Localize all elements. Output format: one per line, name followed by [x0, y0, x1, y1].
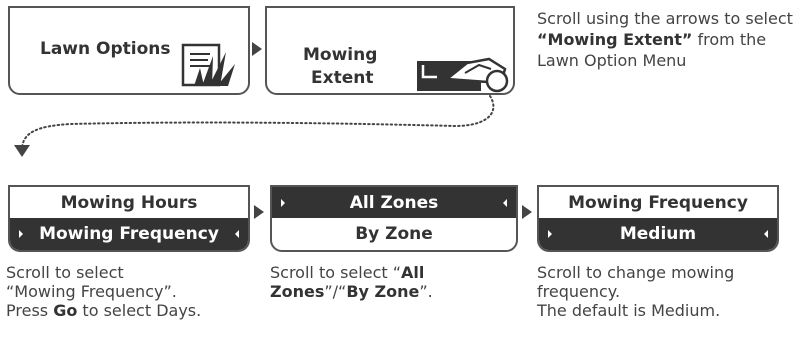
- step4-caption: Scroll to change mowing frequency. The d…: [537, 263, 735, 320]
- lawn-options-screen: Lawn Options: [8, 6, 250, 95]
- scroll-left-triangle-icon: [19, 230, 23, 238]
- scroll-right-triangle-icon: [503, 198, 507, 207]
- flow-arrow-3: [522, 205, 532, 219]
- option-all-zones[interactable]: All Zones: [272, 187, 516, 218]
- frequency-value[interactable]: Medium: [539, 218, 777, 250]
- zones-screen: All Zones By Zone: [270, 185, 518, 252]
- flow-arrow-1: [252, 42, 262, 56]
- scroll-right-triangle-icon: [764, 230, 768, 238]
- robotic-mower-extent-icon: [417, 57, 509, 93]
- frequency-title: Mowing Frequency: [568, 192, 748, 213]
- scroll-left-triangle-icon: [548, 230, 552, 238]
- lawn-grass-icon: [181, 43, 235, 87]
- scroll-right-triangle-icon: [235, 230, 239, 238]
- step2-caption: Scroll to select “Mowing Frequency”. Pre…: [6, 263, 202, 320]
- scroll-left-triangle-icon: [281, 198, 285, 207]
- option-by-zone[interactable]: By Zone: [355, 224, 433, 244]
- mowing-extent-screen: Mowing Extent: [265, 6, 515, 95]
- step1-instruction: Scroll using the arrows to select “Mowin…: [537, 9, 793, 70]
- lawn-options-label: Lawn Options: [40, 39, 171, 59]
- step3-caption: Scroll to select “All Zones”/“By Zone”.: [270, 263, 433, 301]
- menu-item-mowing-frequency[interactable]: Mowing Frequency: [10, 218, 248, 250]
- menu-screen: Mowing Hours Mowing Frequency: [8, 185, 250, 252]
- flow-arrow-2: [254, 205, 264, 219]
- frequency-screen: Mowing Frequency Medium: [537, 185, 779, 252]
- mowing-extent-label-line1: Mowing: [303, 45, 378, 65]
- menu-item-mowing-hours[interactable]: Mowing Hours: [60, 192, 198, 213]
- dotted-connector: [14, 95, 495, 157]
- mowing-extent-label-line2: Extent: [311, 68, 374, 88]
